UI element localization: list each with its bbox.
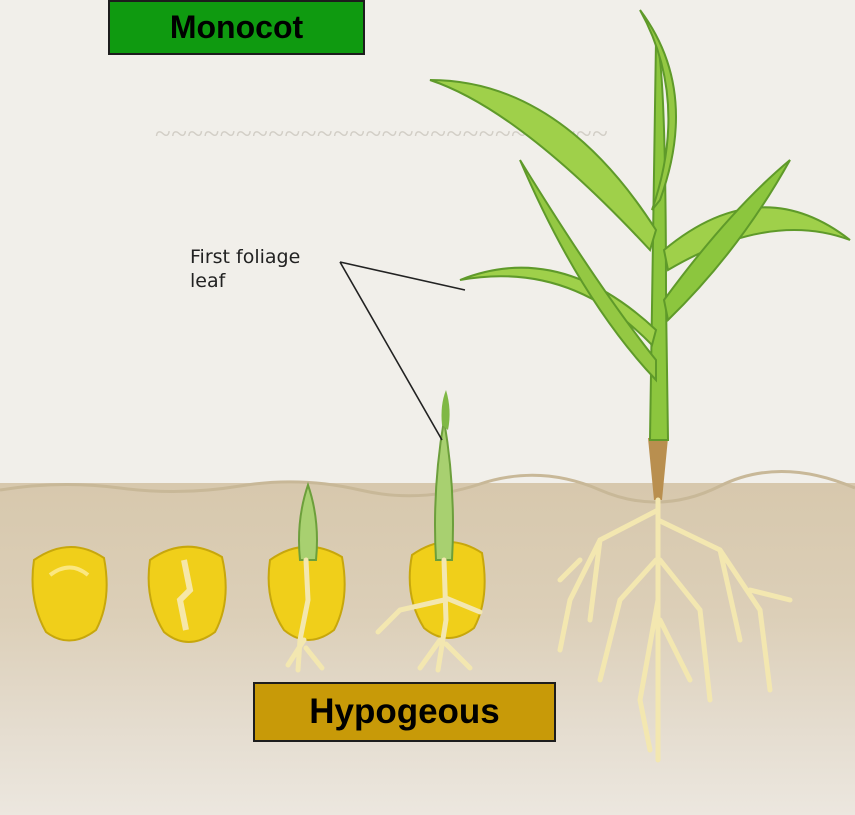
annotation-line-2: leaf	[190, 269, 300, 293]
corn-kernel-embryo-icon	[149, 547, 226, 642]
corn-kernel-icon	[33, 547, 107, 641]
corn-seedling-icon	[378, 390, 485, 670]
first-foliage-leaf-annotation: First foliage leaf	[190, 245, 300, 293]
soil-surface	[0, 471, 855, 502]
annotation-line-1: First foliage	[190, 245, 300, 269]
monocot-label: Monocot	[108, 0, 365, 55]
corn-seedling-early-icon	[269, 485, 345, 670]
hypogeous-label: Hypogeous	[253, 682, 556, 742]
corn-plant-icon	[430, 10, 850, 760]
